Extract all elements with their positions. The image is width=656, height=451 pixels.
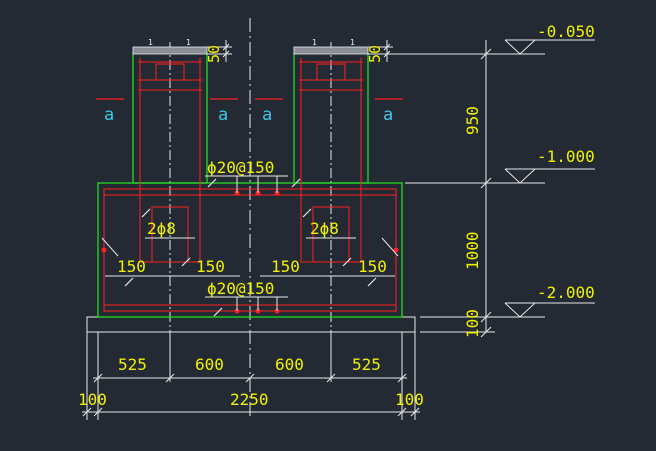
dim-50-right: 50 xyxy=(366,45,384,63)
column-top-hatch xyxy=(132,46,369,55)
dim-100-left: 100 xyxy=(78,390,107,409)
elevation-top: -0.050 xyxy=(537,22,595,41)
section-mark-4: a xyxy=(383,105,393,125)
section-mark-3: a xyxy=(262,105,272,125)
dim-100-vertical: 100 xyxy=(463,309,482,338)
dim-950: 950 xyxy=(463,106,482,135)
spacing-1: 150 xyxy=(117,257,146,276)
horizontal-dimension-lines xyxy=(82,332,420,420)
column-rebar-right xyxy=(299,58,363,263)
dim-600-right: 600 xyxy=(275,355,304,374)
section-mark-1: a xyxy=(104,105,114,125)
column-axis-lines xyxy=(169,42,332,380)
rebar-top-label: ϕ20@150 xyxy=(207,158,274,177)
dim-2250-total: 2250 xyxy=(230,390,269,409)
elevation-bottom: -2.000 xyxy=(537,283,595,302)
elevation-mid: -1.000 xyxy=(537,147,595,166)
column-tag-right-1: 1 xyxy=(312,38,317,47)
stirrup-right-label: 2ϕ8 xyxy=(310,219,339,238)
rebar-ticks xyxy=(124,178,377,317)
dim-1000: 1000 xyxy=(463,231,482,270)
spacing-2: 150 xyxy=(196,257,225,276)
dim-100-right: 100 xyxy=(395,390,424,409)
column-tag-left-2: 1 xyxy=(186,38,191,47)
stirrup-left-label: 2ϕ8 xyxy=(147,219,176,238)
elevation-markers xyxy=(504,39,595,318)
section-mark-2: a xyxy=(218,105,228,125)
column-tag-left-1: 1 xyxy=(148,38,153,47)
spacing-4: 150 xyxy=(358,257,387,276)
dim-50-left: 50 xyxy=(205,45,223,63)
rebar-bottom-label: ϕ20@150 xyxy=(207,279,274,298)
column-tag-right-2: 1 xyxy=(350,38,355,47)
spacing-3: 150 xyxy=(271,257,300,276)
column-top-dims xyxy=(207,40,393,62)
dim-525-left: 525 xyxy=(118,355,147,374)
vertical-dimension-line xyxy=(372,40,545,338)
dim-600-left: 600 xyxy=(195,355,224,374)
dim-525-right: 525 xyxy=(352,355,381,374)
footing-outline xyxy=(97,182,403,318)
leader-lines xyxy=(101,175,399,311)
